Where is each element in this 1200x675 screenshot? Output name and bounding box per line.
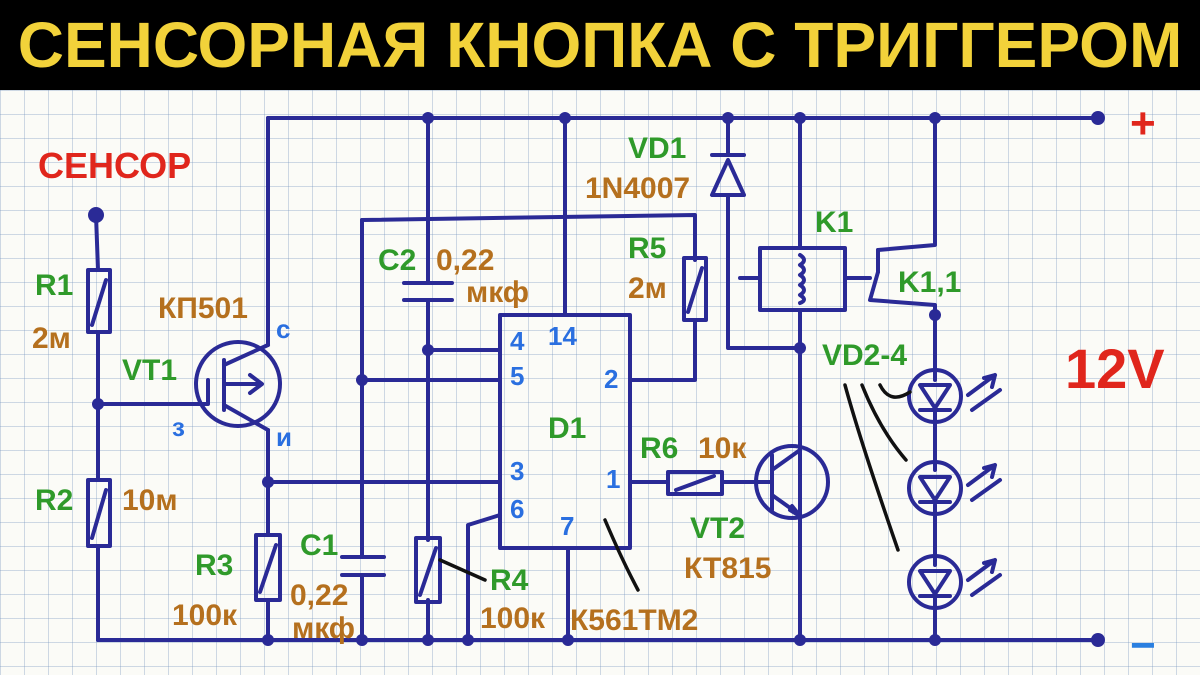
r6-label: R6 [640,432,678,465]
sensor-label: СЕНСОР [38,145,191,186]
c1-unit: мкф [292,612,355,645]
vd1-type: 1N4007 [585,172,690,205]
led-2 [907,460,1002,516]
vt2-type: КТ815 [684,552,771,585]
vt1-transistor [194,340,282,432]
led-1 [907,368,1002,424]
r5-label: R5 [628,232,666,265]
r4-resistor [414,536,487,604]
junction-dot [929,634,941,646]
r4-value: 100к [480,602,546,635]
c1-capacitor [340,555,386,577]
c2-value: 0,22 [436,244,494,277]
vt1-label: VT1 [122,354,177,387]
vd1-diode [710,153,746,197]
d1-pin-2: 2 [604,364,618,394]
negative-terminal [1091,633,1105,647]
k1-relay-coil [738,246,872,312]
r2-value: 10м [122,484,178,517]
junction-dot [422,112,434,124]
sensor-wire [94,213,100,642]
r2-resistor [86,478,112,548]
d1-pin-14: 14 [548,321,577,351]
junctions [88,111,1105,647]
d1-pin-7: 7 [560,511,574,541]
r1-label: R1 [35,269,73,302]
junction-dot [562,634,574,646]
pointer-lines [603,383,912,592]
pin6-wire [466,513,502,642]
junction-dot [262,476,274,488]
c2-label: C2 [378,244,416,277]
voltage-label: 12V [1065,337,1165,400]
r3-label: R3 [195,549,233,582]
vd1-label: VD1 [628,132,686,165]
junction-dot [92,398,104,410]
d1-type: К561ТМ2 [570,604,698,637]
vt1-pin-source: и [276,422,292,452]
vd1-wire [726,116,802,350]
c2-unit: мкф [466,276,529,309]
r5-top-wire [360,213,697,382]
junction-dot [262,634,274,646]
r6-resistor [666,470,724,496]
vd24-label: VD2-4 [822,339,907,372]
junction-dot [356,374,368,386]
d1-pin-6: 6 [510,494,524,524]
r5-value: 2м [628,272,667,305]
r1-value: 2м [32,322,71,355]
title-banner: СЕНСОРНАЯ КНОПКА С ТРИГГЕРОМ [0,0,1200,90]
junction-dot [356,634,368,646]
d1-pin-5: 5 [510,361,524,391]
capacitors [340,281,454,577]
minus-label: − [1130,621,1156,670]
plus-label: + [1130,99,1156,148]
c1-value: 0,22 [290,579,348,612]
r4-label: R4 [490,564,529,597]
r3-value: 100к [172,599,238,632]
junction-dot [559,112,571,124]
positive-terminal [1091,111,1105,125]
d1-pin-3: 3 [510,456,524,486]
r5-resistor [682,256,708,322]
led-3 [907,554,1002,610]
junction-dot [929,112,941,124]
page-title: СЕНСОРНАЯ КНОПКА С ТРИГГЕРОМ [17,9,1183,81]
d1-pin-1: 1 [606,464,620,494]
junction-dot [422,634,434,646]
d1-label: D1 [548,412,586,445]
d1-chip [498,313,632,550]
c2-capacitor [402,281,454,302]
resistors [86,256,724,604]
junction-dot [794,112,806,124]
labels: СЕНСОР + − 12V R1 2м R2 10м R3 100к R4 1… [32,99,1165,670]
vt2-transistor [754,346,830,642]
r2-label: R2 [35,484,73,517]
junction-dot [929,309,941,321]
r3-resistor [254,533,282,602]
contact-wire [868,116,937,642]
vt1-pin-drain: с [276,314,290,344]
r1-resistor [86,268,112,334]
r6-value: 10к [698,432,747,465]
led-string [907,368,1002,610]
c1-label: C1 [300,529,338,562]
vt2-label: VT2 [690,512,745,545]
junction-dot [462,634,474,646]
sensor-pad [88,207,104,223]
junction-dot [422,344,434,356]
vt1-type: КП501 [158,292,248,325]
vt1-pin-gate: з [172,412,185,442]
k11-label: K1,1 [898,266,961,299]
k1-label: K1 [815,206,853,239]
junction-dot [722,112,734,124]
d1-pin-4: 4 [510,326,525,356]
